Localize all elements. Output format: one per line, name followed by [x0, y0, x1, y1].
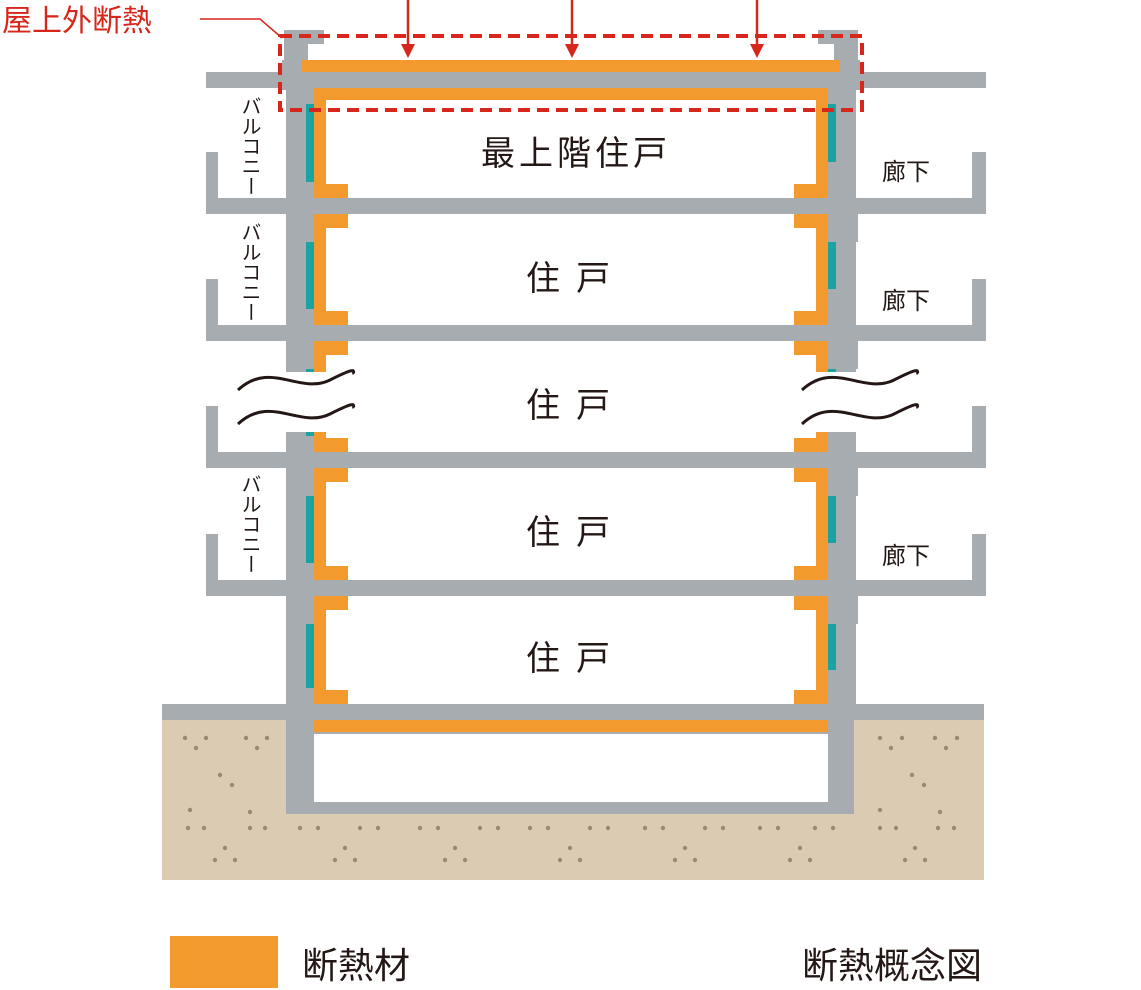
balcony-label: バルコニー: [238, 474, 262, 574]
diagram-caption: 断熱概念図: [802, 946, 982, 987]
balcony-labels: バルコニー バルコニー バルコニー: [238, 96, 262, 574]
foundation: [162, 704, 984, 814]
corridor-label: 廊下: [882, 158, 930, 186]
corridor-label: 廊下: [882, 542, 930, 570]
room-label: 住戸: [526, 386, 626, 426]
heat-arrows: [401, 0, 764, 58]
balcony-label: バルコニー: [238, 96, 262, 196]
room-label-top: 最上階住戸: [481, 134, 671, 174]
corridor-labels: 廊下 廊下 廊下: [882, 158, 930, 570]
balcony-label: バルコニー: [238, 222, 262, 322]
corridor-label: 廊下: [882, 287, 930, 315]
legend: 断熱材: [170, 936, 410, 988]
room-label: 住戸: [526, 513, 626, 553]
break-marks: [236, 369, 920, 432]
legend-swatch: [170, 936, 278, 988]
callout-leader-line: [200, 18, 283, 39]
roof-insulation: [302, 60, 840, 72]
roof-insulation-callout: 屋上外断熱: [2, 0, 864, 112]
legend-label: 断熱材: [302, 946, 410, 987]
soil-dots: [182, 735, 960, 863]
room-labels: 最上階住戸 住戸 住戸 住戸 住戸: [481, 134, 671, 679]
floor-insulation: [314, 720, 828, 732]
structure: [206, 30, 986, 706]
room-label: 住戸: [526, 639, 626, 679]
arrow-icon: [565, 44, 579, 58]
insulation: [302, 60, 840, 704]
arrow-icon: [401, 44, 415, 58]
room-label: 住戸: [526, 259, 626, 299]
callout-label: 屋上外断熱: [2, 4, 152, 39]
ground-slab: [162, 704, 984, 720]
arrow-icon: [750, 44, 764, 58]
